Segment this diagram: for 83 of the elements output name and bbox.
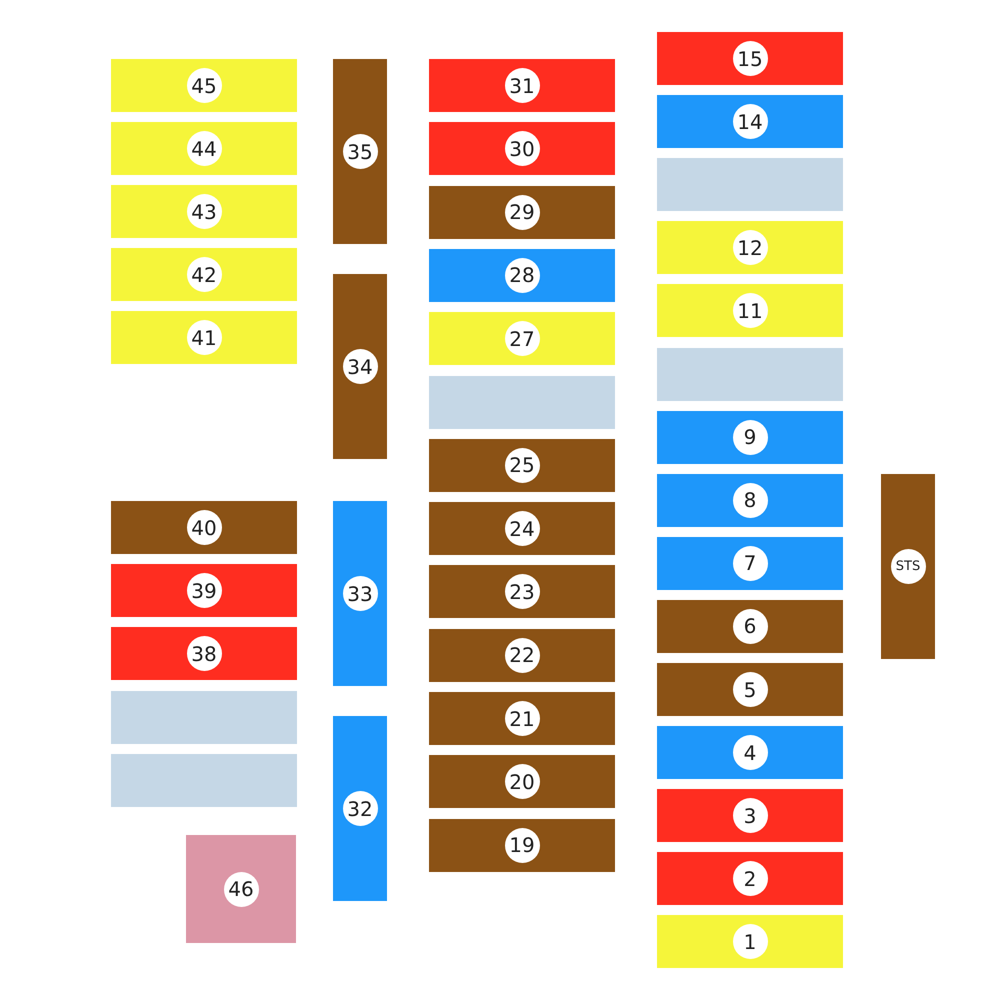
fuse-slot: [657, 95, 843, 148]
fuse-number: 8: [732, 482, 768, 518]
fuse-slot: [429, 565, 615, 618]
fuse-slot: [657, 852, 843, 906]
empty-fuse-slot: [657, 158, 843, 212]
fuse-slot: [429, 628, 615, 682]
fuse-slot: [333, 501, 387, 686]
fuse-slot: [429, 692, 615, 745]
fuse-number: STS: [890, 549, 926, 584]
fuse-number: 33: [342, 576, 378, 611]
fuse-number: 15: [732, 41, 768, 76]
fuse-number: 34: [342, 349, 378, 384]
fuse-number: 31: [504, 68, 540, 103]
fuse-number: 21: [504, 701, 540, 736]
fuse-number: 9: [732, 420, 768, 455]
fuse-number: 11: [732, 293, 768, 328]
fuse-number: 22: [504, 638, 540, 673]
fuse-number: 3: [732, 798, 768, 834]
empty-fuse-slot: [657, 348, 843, 400]
fuse-number: 30: [504, 131, 540, 166]
fuse-number: 46: [224, 872, 258, 906]
fuse-slot: [111, 564, 297, 617]
fuse-number: 7: [732, 546, 768, 581]
fuse-number: 2: [732, 861, 768, 896]
fuse-number: 42: [186, 257, 222, 292]
fuse-slot: [429, 248, 615, 302]
fuse-number: 32: [342, 791, 378, 826]
fuse-slot: [111, 122, 297, 175]
fuse-number: 1: [732, 924, 768, 960]
fuse-slot: [429, 818, 615, 872]
fuse-slot: [657, 663, 843, 716]
fuse-number: 24: [504, 511, 540, 546]
fuse-slot: [657, 915, 843, 968]
fuse-slot: [333, 59, 387, 244]
fuse-slot: [657, 536, 843, 590]
fuse-slot: [429, 59, 615, 112]
fuse-slot: [333, 716, 387, 901]
fuse-number: 43: [186, 194, 222, 229]
fuse-slot: [657, 221, 843, 274]
fuse-slot: [881, 474, 935, 659]
fuse-slot: [429, 122, 615, 176]
fuse-slot: [429, 755, 615, 808]
fuse-slot: [111, 248, 297, 301]
fuse-number: 29: [504, 194, 540, 230]
empty-fuse-slot: [111, 754, 297, 807]
fuse-slot: [111, 59, 297, 112]
fuse-number: 4: [732, 735, 768, 770]
fuse-slot: [333, 274, 387, 459]
fuse-slot: [111, 501, 297, 554]
fuse-slot: [429, 438, 615, 492]
fuse-slot: [186, 835, 296, 943]
fuse-slot: [657, 284, 843, 338]
fuse-number: 27: [504, 321, 540, 356]
fuse-number: 28: [504, 258, 540, 293]
fuse-number: 23: [504, 574, 540, 610]
empty-fuse-slot: [111, 691, 297, 744]
fuse-number: 39: [186, 573, 222, 608]
fuse-number: 6: [732, 608, 768, 644]
fuse-number: 35: [342, 134, 378, 169]
fuse-slot: [657, 600, 843, 653]
fuse-slot: [657, 32, 843, 85]
fuse-slot: [111, 185, 297, 238]
fuse-number: 20: [504, 764, 540, 800]
fuse-number: 25: [504, 448, 540, 483]
fuse-slot: [657, 789, 843, 842]
fuse-number: 40: [186, 510, 222, 545]
fuse-slot: [657, 726, 843, 780]
fuse-slot: [111, 311, 297, 364]
fuse-slot: [657, 410, 843, 464]
fuse-number: 14: [732, 104, 768, 140]
fuse-slot: [111, 627, 297, 680]
fuse-number: 41: [186, 320, 222, 355]
fuse-number: 45: [186, 68, 222, 103]
fuse-number: 5: [732, 672, 768, 707]
empty-fuse-slot: [429, 376, 615, 428]
fuse-slot: [657, 474, 843, 527]
fuse-number: 19: [504, 828, 540, 863]
fuse-number: 12: [732, 230, 768, 266]
fuse-number: 44: [186, 131, 222, 166]
fuse-number: 38: [186, 636, 222, 671]
fuse-slot: [429, 186, 615, 239]
fuse-slot: [429, 312, 615, 366]
fuse-slot: [429, 502, 615, 556]
